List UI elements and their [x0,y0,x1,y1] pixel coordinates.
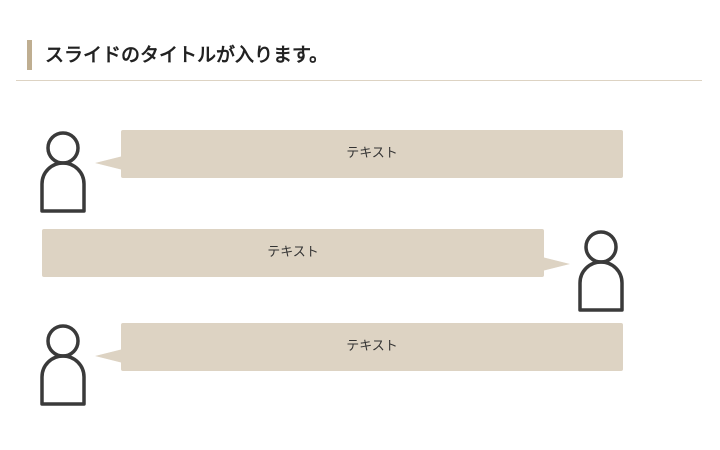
speech-bubble-text: テキスト [346,146,398,161]
person-icon [578,230,624,312]
speech-bubble-tail [95,156,123,170]
speech-bubble: テキスト [121,323,623,371]
speech-bubble-tail [95,349,123,363]
speech-bubble-tail [542,257,570,271]
speech-bubble-text: テキスト [346,339,398,354]
slide-title: スライドのタイトルが入ります。 [45,44,329,66]
speech-bubble: テキスト [42,229,544,277]
person-icon [40,324,86,406]
title-divider [16,80,702,81]
speech-bubble-text: テキスト [267,245,319,260]
title-accent-bar [27,40,32,70]
person-icon [40,131,86,213]
speech-bubble: テキスト [121,130,623,178]
